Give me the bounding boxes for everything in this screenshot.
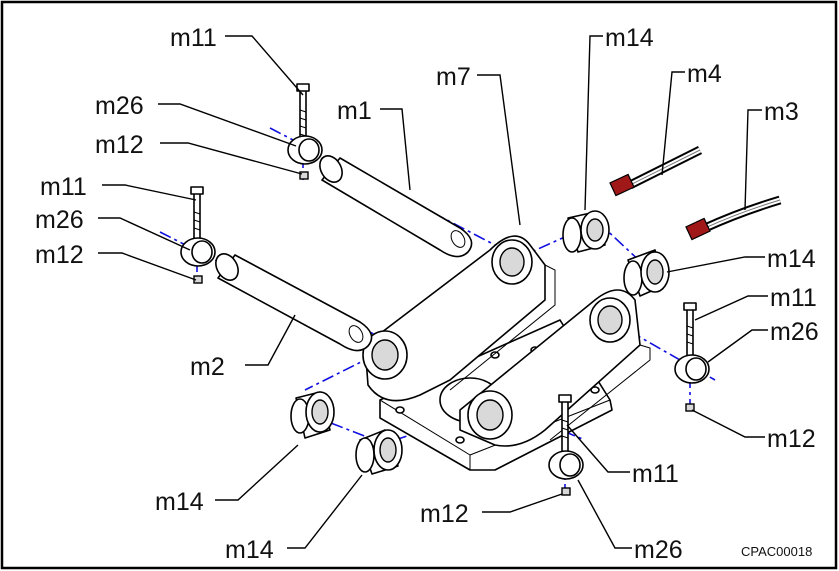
label-m11-bottom: m11 xyxy=(632,460,679,488)
bushing-right xyxy=(623,249,670,297)
label-m7: m7 xyxy=(436,63,471,91)
label-m26-bottom: m26 xyxy=(634,536,683,564)
collar-assembly-bottom xyxy=(548,394,584,496)
label-m12-right: m12 xyxy=(767,425,816,453)
pin-m1 xyxy=(319,155,473,258)
label-m4: m4 xyxy=(687,60,722,88)
label-m26-right: m26 xyxy=(770,318,819,346)
mounting-bracket xyxy=(362,235,651,471)
label-m14-bottom-mid: m14 xyxy=(225,536,274,564)
label-m14-right: m14 xyxy=(767,245,816,273)
bushing-top xyxy=(562,210,610,253)
label-m14-bottom-left: m14 xyxy=(155,488,204,516)
collar-assembly-left xyxy=(180,186,216,284)
label-m26-left: m26 xyxy=(35,206,84,234)
label-m11-left: m11 xyxy=(40,173,87,201)
label-m14-top: m14 xyxy=(605,24,654,52)
label-m2: m2 xyxy=(190,353,225,381)
part-labels: m11 m26 m12 m1 m7 m14 m4 m3 m11 m26 m12 … xyxy=(35,24,819,564)
drawing-code: CPAC00018 xyxy=(741,544,812,559)
hose-m4 xyxy=(609,145,703,197)
label-m3: m3 xyxy=(764,98,799,126)
pin-m2 xyxy=(215,253,373,352)
bushing-bottom-left xyxy=(290,391,335,439)
label-m11-right: m11 xyxy=(770,284,817,312)
label-m12-top: m12 xyxy=(95,131,144,159)
label-m1: m1 xyxy=(337,97,372,125)
collar-assembly-right xyxy=(674,302,710,412)
bushing-bottom-mid xyxy=(355,429,403,475)
collar-assembly-top xyxy=(287,83,323,180)
label-m11-top: m11 xyxy=(170,24,217,52)
label-m12-bottom: m12 xyxy=(420,500,469,528)
leader-lines xyxy=(98,35,768,549)
hose-m3 xyxy=(685,195,782,241)
label-m26-top: m26 xyxy=(95,92,144,120)
label-m12-left: m12 xyxy=(35,241,84,269)
